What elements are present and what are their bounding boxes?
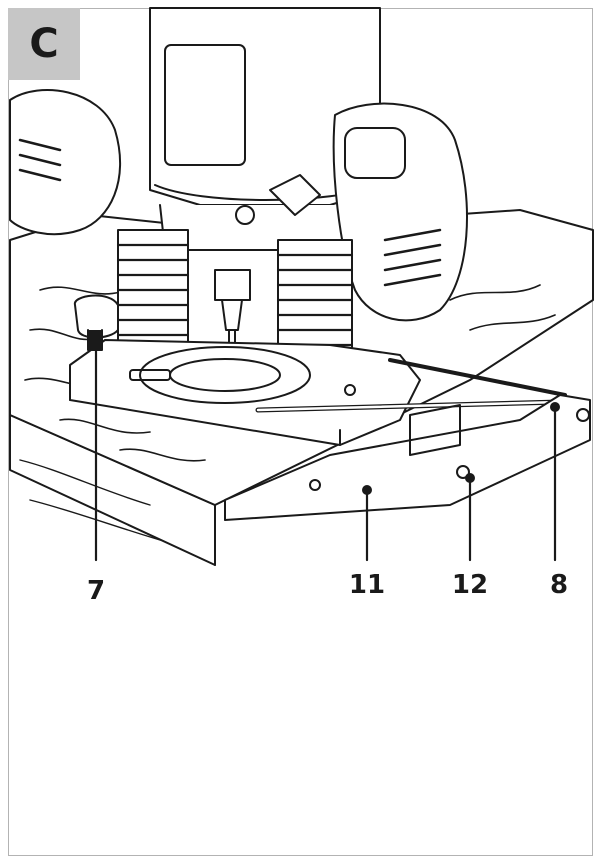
callout-7: 7 [86,576,106,606]
router-body [149,7,381,251]
right-handle [332,102,468,322]
panel-letter: C [29,21,59,67]
parallel-guide [224,394,591,521]
left-handle [9,89,122,236]
panel-badge [8,8,80,80]
callout-8: 8 [549,570,569,600]
callout-12: 12 [451,570,489,600]
depth-knob [74,294,119,351]
leader-lines [94,348,557,562]
callout-11: 11 [348,570,386,600]
collet-and-bit [214,269,251,361]
router-base [69,339,421,446]
guide-rods [255,358,567,413]
